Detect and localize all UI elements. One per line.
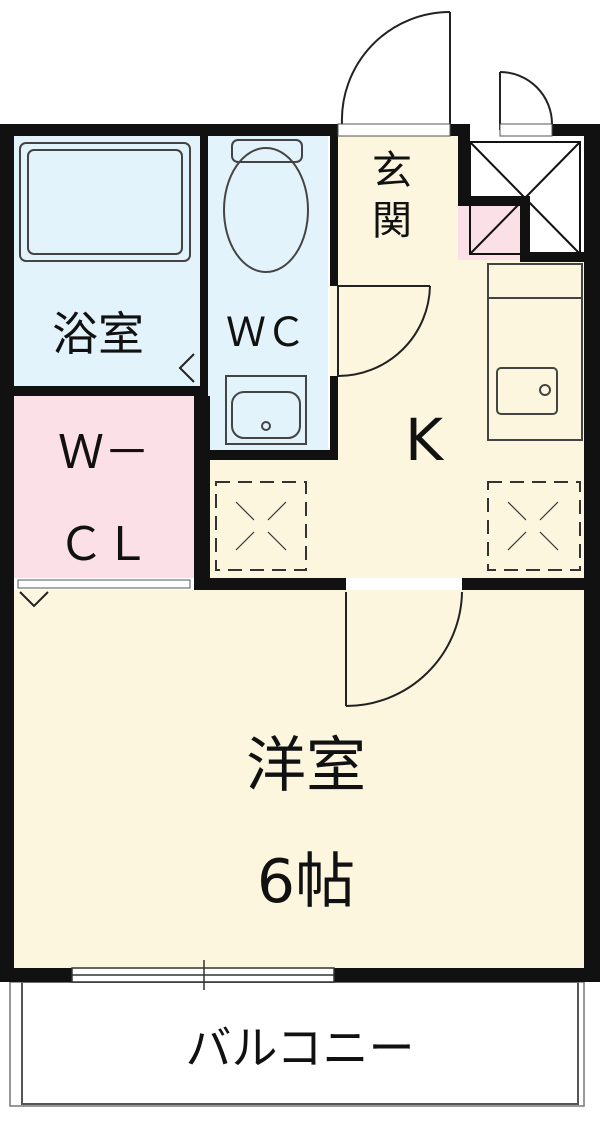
wc-door [337,285,431,377]
closet-area [14,396,194,578]
bath-label: 浴室 [52,307,144,361]
toilet [223,139,309,273]
storage-box-left [215,481,307,571]
western-room-label: 洋室 [246,731,366,801]
entrance-label-2: 関 [372,198,412,244]
entrance-label-1: 玄 [372,148,412,194]
wc-area [208,136,328,450]
room-door [345,591,463,707]
balcony-label: バルコニー [185,1021,414,1075]
entrance-threshold [337,123,451,137]
wc-label: ＷＣ [226,310,306,356]
kitchen-counter [487,263,583,441]
bathtub [19,142,191,262]
shaft-door [499,71,553,130]
wash-basin [225,375,307,445]
balcony-window [71,960,335,990]
kitchen-area [210,248,584,578]
shaft-threshold [499,123,553,137]
closet-label-2: ＣＬ [58,517,150,571]
closet-opening [17,579,191,589]
kitchen-label: K [405,406,445,474]
closet-door-marker [19,591,49,608]
entrance-door [340,11,451,132]
storage-box-right [487,481,581,571]
closet-label-1: Ｗ－ [58,425,150,479]
walls [0,124,600,982]
western-room-size-label: 6帖 [257,847,355,917]
balcony-area [21,981,579,1105]
bath-door-marker [178,353,195,383]
entrance-area [338,136,458,248]
western-room-area [14,590,584,968]
